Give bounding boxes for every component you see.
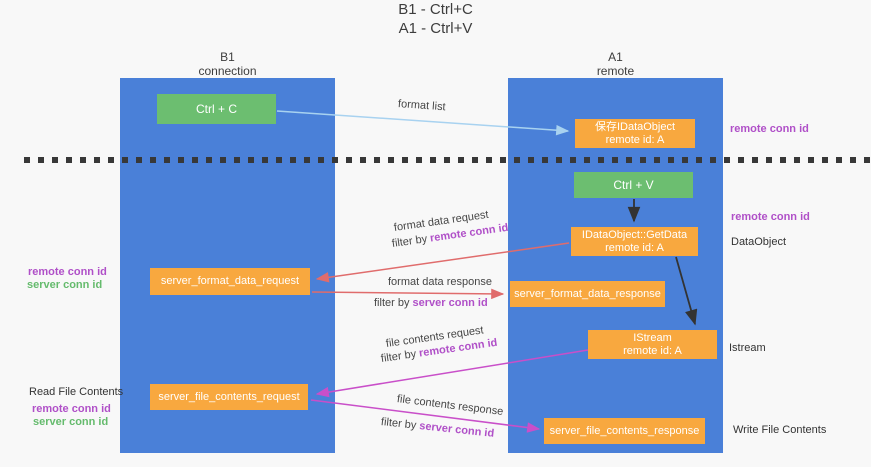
- arrow-format-list: [276, 110, 570, 136]
- node-server-format-data-request-label: server_format_data_request: [160, 275, 300, 287]
- node-save-idataobject: 保存IDataObject remote id: A: [575, 119, 695, 148]
- node-ctrl-v-label: Ctrl + V: [613, 178, 654, 192]
- annotation-left-server-conn-id: server conn id: [27, 279, 103, 291]
- edge-label-format-data-response: format data response: [388, 276, 492, 288]
- node-server-file-contents-response-label: server_file_contents_response: [549, 424, 700, 437]
- annotation-write-file-contents: Write File Contents: [733, 424, 827, 436]
- node-istream-line2: remote id: A: [623, 344, 682, 357]
- dashed-separator: [24, 157, 871, 163]
- lifeline-left-name: B1: [220, 50, 235, 64]
- node-save-idataobject-line2: remote id: A: [605, 133, 665, 146]
- node-istream-line1: IStream: [633, 331, 672, 344]
- node-getdata-line2: remote id: A: [605, 241, 664, 254]
- annotation-left-remote-conn-id: remote conn id: [28, 266, 107, 278]
- annotation-istream: Istream: [729, 342, 766, 354]
- annotation-right-mid-remote-conn-id: remote conn id: [731, 211, 810, 223]
- server-conn-id-key: server conn id: [412, 297, 488, 309]
- arrow-getdata-to-istream: [675, 256, 698, 326]
- arrow-file-contents-response: [310, 399, 541, 433]
- node-server-format-data-request: server_format_data_request: [150, 268, 310, 295]
- node-ctrl-c-label: Ctrl + C: [195, 102, 237, 116]
- arrow-format-data-request: [315, 242, 570, 283]
- title-line-1: B1 - Ctrl+C: [398, 1, 473, 18]
- diagram-title: B1 - Ctrl+C A1 - Ctrl+V: [0, 0, 871, 38]
- node-ctrl-c: Ctrl + C: [157, 94, 276, 124]
- node-idataobject-getdata: IDataObject::GetData remote id: A: [571, 227, 698, 256]
- node-server-file-contents-request-label: server_file_contents_request: [158, 390, 300, 403]
- title-line-2: A1 - Ctrl+V: [398, 20, 473, 37]
- annotation-read-file-contents: Read File Contents: [29, 386, 124, 398]
- lifeline-header-left: B1 connection: [120, 50, 335, 78]
- arrow-format-data-response: [311, 288, 505, 300]
- lifeline-left-role: connection: [198, 64, 257, 78]
- node-save-idataobject-line1: 保存IDataObject: [594, 120, 676, 133]
- annotation-right-top-remote-conn-id: remote conn id: [730, 123, 809, 135]
- lifeline-header-right: A1 remote: [508, 50, 723, 78]
- annotation-left-file-server-conn-id: server conn id: [33, 416, 109, 428]
- arrow-file-contents-request: [315, 349, 589, 398]
- node-getdata-line1: IDataObject::GetData: [581, 228, 688, 241]
- node-server-file-contents-request: server_file_contents_request: [150, 384, 308, 410]
- edge-label-format-data-response-filter: filter by server conn id: [374, 297, 488, 309]
- node-server-format-data-response: server_format_data_response: [510, 281, 665, 307]
- node-ctrl-v: Ctrl + V: [574, 172, 693, 198]
- filter-by-text: filter by: [374, 297, 413, 309]
- lifeline-right-role: remote: [596, 64, 635, 78]
- node-server-file-contents-response: server_file_contents_response: [544, 418, 705, 444]
- annotation-left-file-remote-conn-id: remote conn id: [32, 403, 111, 415]
- node-server-format-data-response-label: server_format_data_response: [514, 287, 661, 300]
- lifeline-right-name: A1: [608, 50, 623, 64]
- node-istream: IStream remote id: A: [588, 330, 717, 359]
- annotation-dataobject: DataObject: [731, 236, 787, 248]
